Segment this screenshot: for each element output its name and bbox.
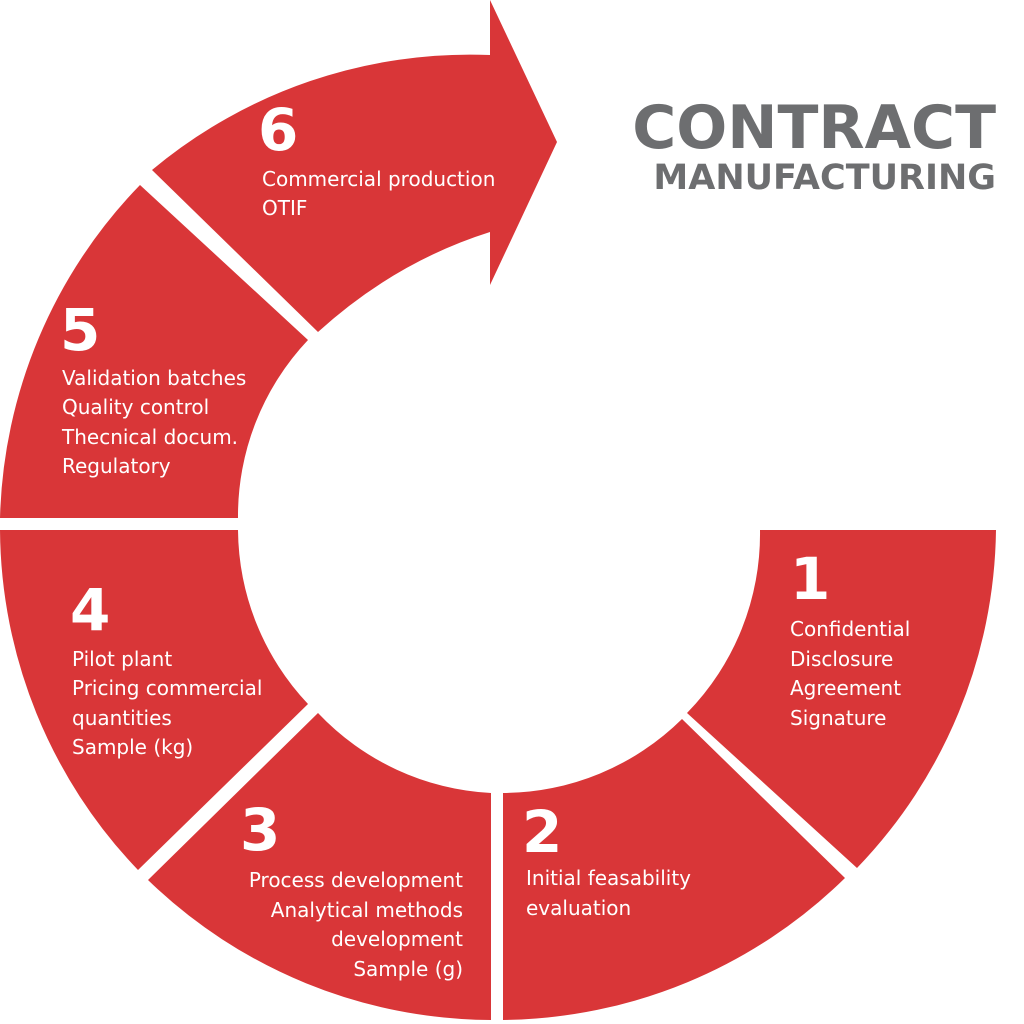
step-1-line-2: Disclosure (790, 647, 893, 671)
step-1-number: 1 (790, 545, 830, 613)
step-4-segment (0, 530, 308, 870)
step-5-line-3: Thecnical docum. (61, 425, 238, 449)
step-1-line-1: Confidential (790, 617, 910, 641)
step-6-line-1: Commercial production (262, 167, 495, 191)
step-5-line-1: Validation batches (62, 366, 246, 390)
step-4-line-4: Sample (kg) (72, 735, 193, 759)
step-3-number: 3 (240, 796, 280, 864)
step-6-number: 6 (258, 96, 298, 164)
step-3-line-4: Sample (g) (353, 957, 463, 981)
step-3-line-2: Analytical methods (271, 898, 463, 922)
step-1-line-4: Signature (790, 706, 886, 730)
step-5-segment (0, 185, 308, 518)
title-line-2: MANUFACTURING (653, 158, 996, 198)
step-4-number: 4 (70, 576, 110, 644)
step-2-number: 2 (522, 798, 562, 866)
step-4-line-2: Pricing commercial (72, 676, 262, 700)
step-1-segment (687, 530, 996, 868)
step-6-arrow-segment (152, 0, 557, 332)
step-2-line-2: evaluation (526, 896, 631, 920)
step-5-line-4: Regulatory (62, 454, 171, 478)
step-2-line-1: Initial feasability (526, 866, 691, 890)
step-4-line-1: Pilot plant (72, 647, 172, 671)
step-5-line-2: Quality control (62, 395, 209, 419)
step-1-line-3: Agreement (790, 676, 901, 700)
step-2-segment (503, 719, 845, 1020)
title-line-1: CONTRACT (632, 93, 996, 163)
step-4-line-3: quantities (72, 706, 172, 730)
step-3-line-3: development (331, 927, 463, 951)
step-3-line-1: Process development (249, 868, 463, 892)
step-5-number: 5 (60, 296, 100, 364)
step-3-segment (148, 713, 491, 1020)
step-6-line-2: OTIF (262, 196, 307, 220)
